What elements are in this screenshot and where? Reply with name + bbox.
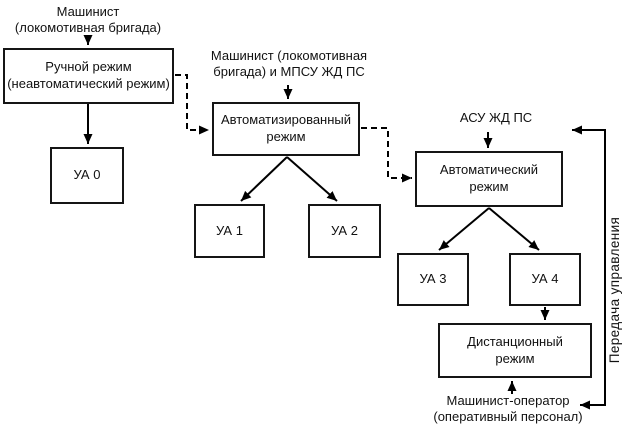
- label-driver: Машинист (локомотивная бригада): [14, 4, 162, 36]
- node-remote-mode: Дистанционный режим: [438, 323, 592, 378]
- feedback-line-to-asu: [572, 125, 606, 268]
- node-ua1: УА 1: [194, 204, 265, 258]
- node-manual-mode: Ручной режим (неавтоматический режим): [3, 48, 174, 104]
- node-ua3: УА 3: [397, 253, 469, 306]
- arrow-automated-to-ua1: [240, 156, 288, 202]
- arrow-automated-to-ua2: [286, 156, 338, 202]
- label-operator: Машинист-оператор (оперативный персонал): [433, 393, 583, 425]
- label-driver-mpsu: Машинист (локомотивная бригада) и МПСУ Ж…: [210, 48, 368, 80]
- feedback-line-to-operator: [580, 268, 606, 410]
- dashed-arrow-manual-to-automated: [175, 74, 209, 135]
- label-asu: АСУ ЖД ПС: [459, 110, 533, 125]
- dashed-arrow-automated-to-automatic: [361, 127, 412, 183]
- node-ua2: УА 2: [308, 204, 381, 258]
- arrow-automatic-to-ua4: [488, 207, 540, 251]
- node-automated-mode: Автоматизированный режим: [212, 102, 360, 156]
- node-ua4: УА 4: [509, 253, 581, 306]
- node-ua0: УА 0: [50, 147, 124, 204]
- node-automatic-mode: Автоматический режим: [415, 151, 563, 207]
- label-transfer-of-control: Передача управления: [607, 216, 622, 364]
- arrow-automatic-to-ua3: [438, 207, 490, 251]
